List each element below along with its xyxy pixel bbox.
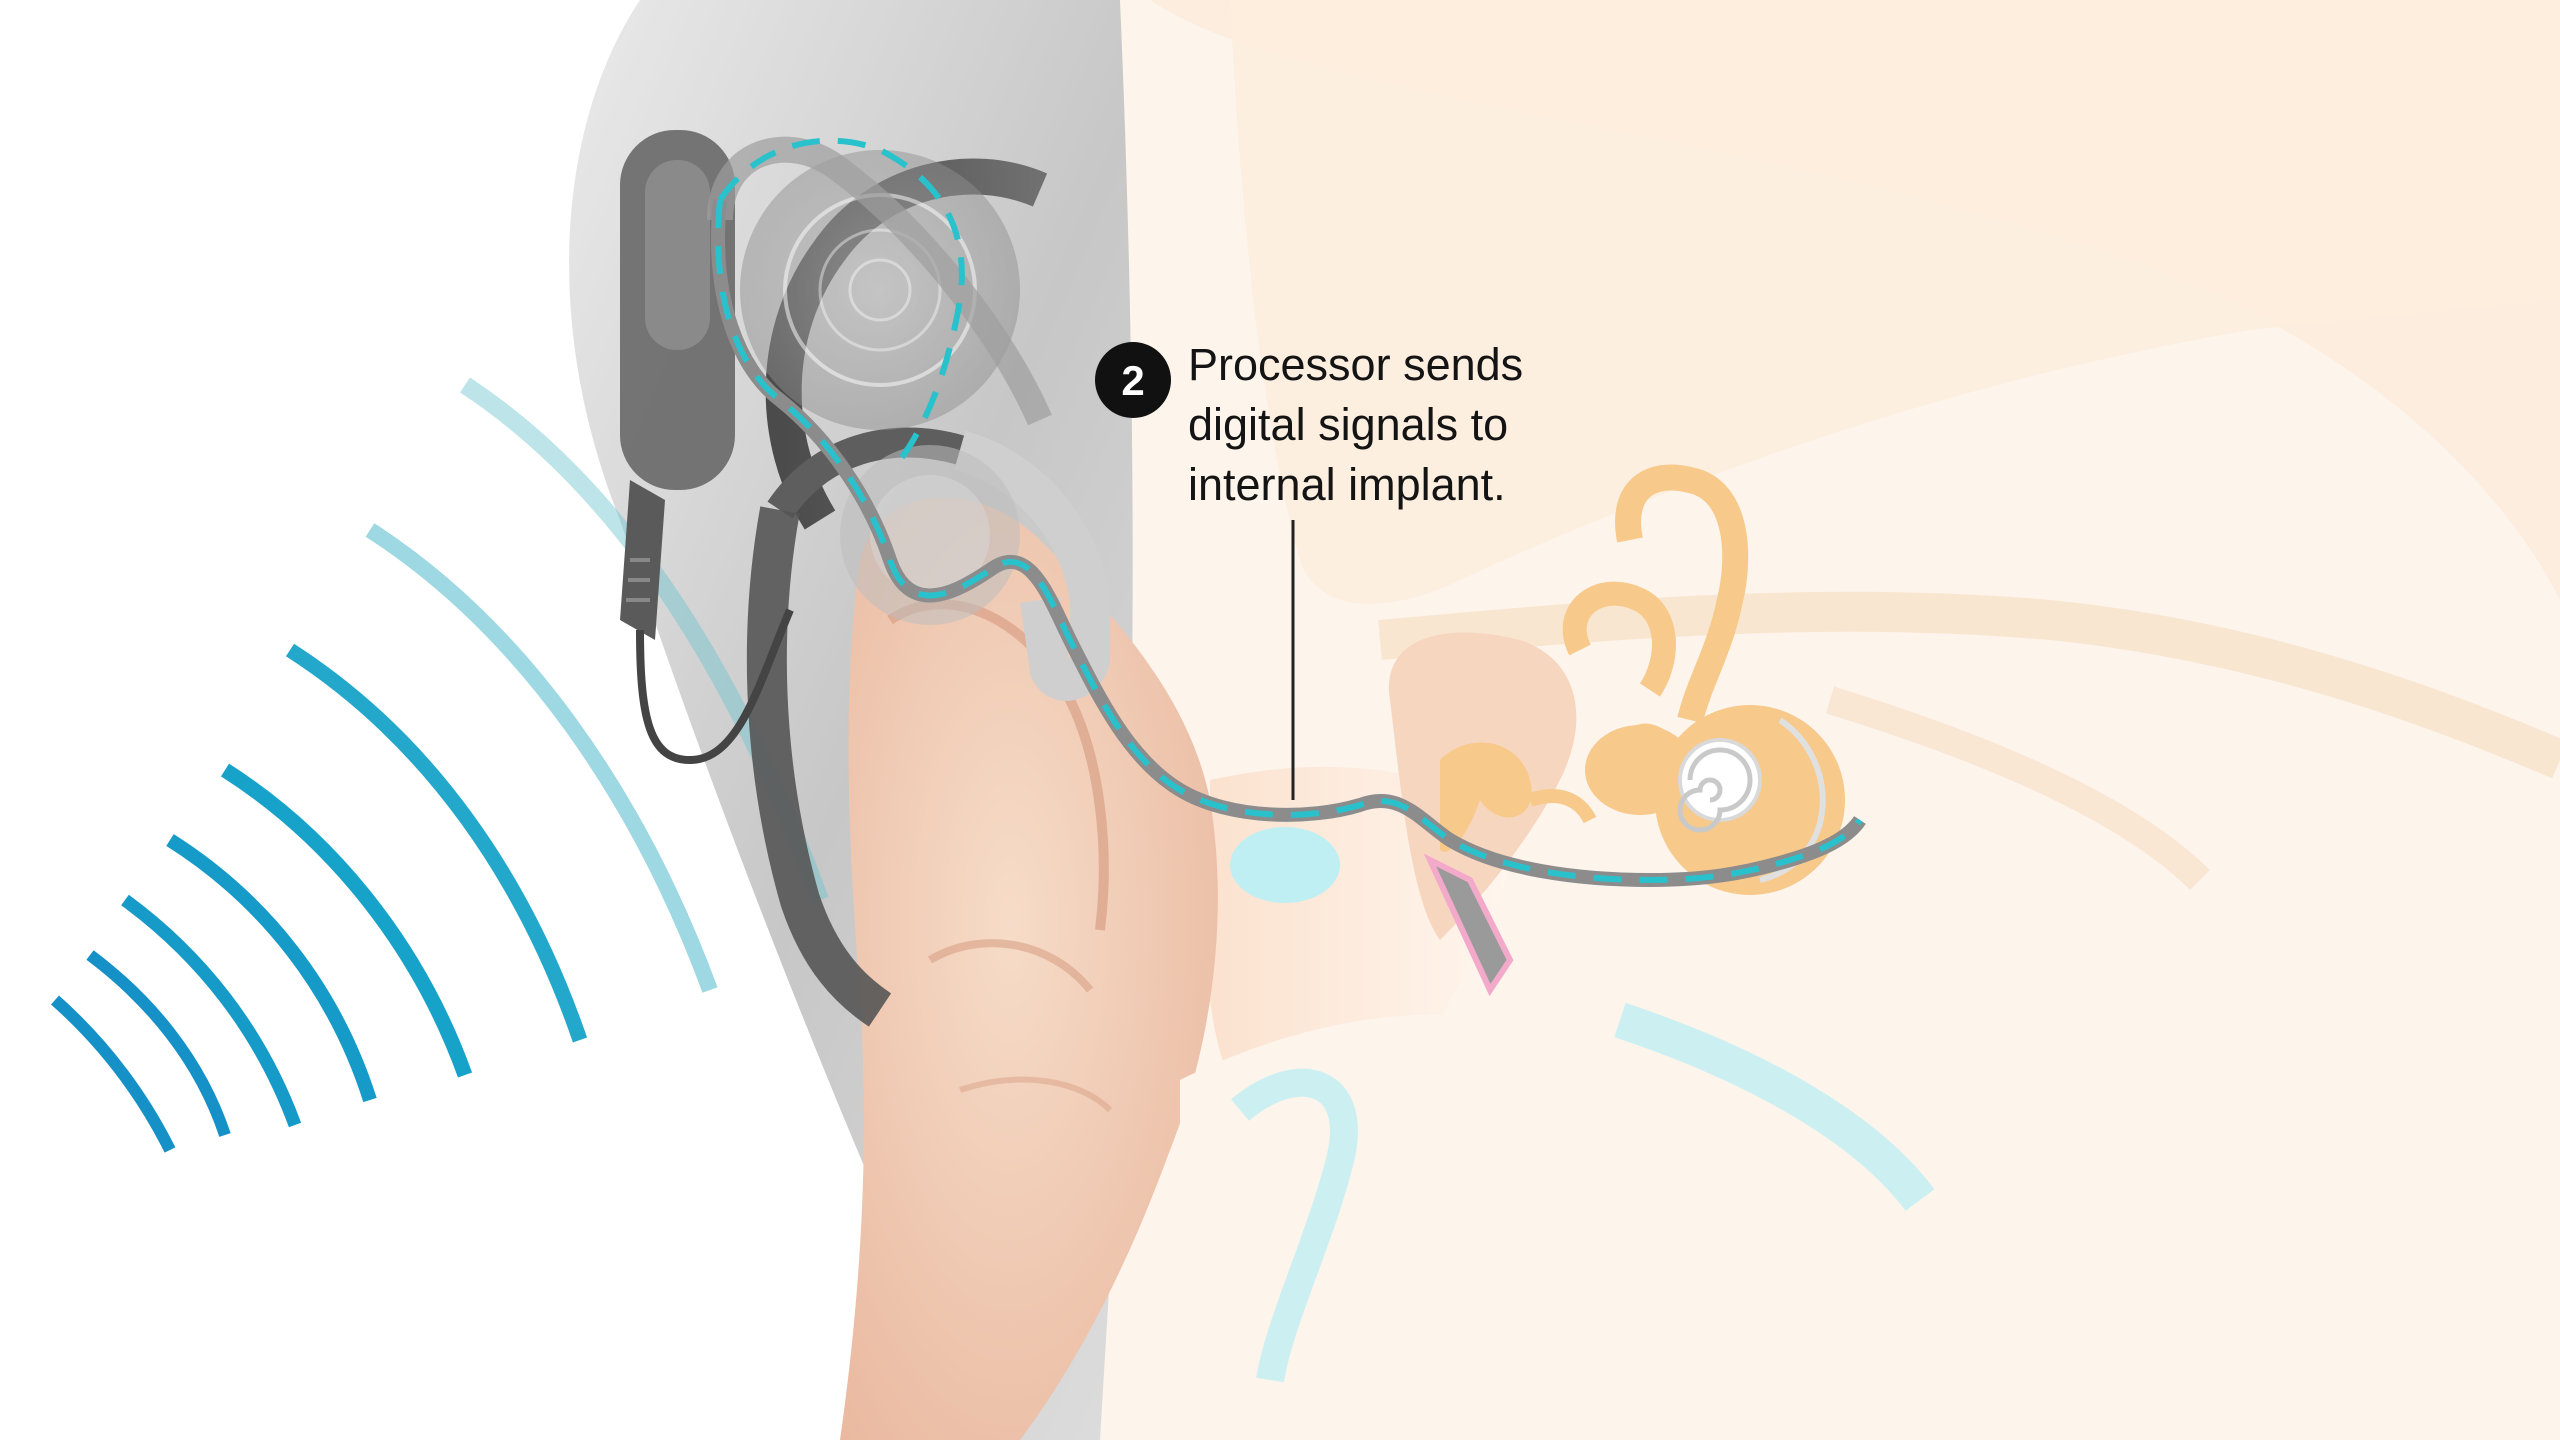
lower-jaw-region (1180, 1002, 1935, 1440)
callout-processor-signals: 2 Processor sends digital signals to int… (1095, 339, 1523, 800)
inner-ear (1562, 464, 1845, 895)
digital-signal-path (711, 137, 1866, 888)
eardrum (1423, 853, 1514, 997)
cochlea-icon (1655, 705, 1845, 895)
callout-line-3: internal implant. (1188, 459, 1506, 510)
step-number: 2 (1121, 357, 1144, 404)
callout-line-1: Processor sends (1188, 339, 1523, 390)
ear-canal-fluid (1230, 827, 1340, 903)
ossicles (1440, 742, 1532, 852)
superior-semicircular-canal (1615, 464, 1749, 724)
sound-waves-icon (51, 377, 829, 1153)
posterior-semicircular-canal (1562, 581, 1676, 697)
callout-line-2: digital signals to (1188, 399, 1508, 450)
middle-ear (1388, 632, 1597, 997)
eustachian-fluid-lower (1231, 1068, 1358, 1383)
speech-processor-device (620, 130, 1110, 1027)
eustachian-tube (1614, 1002, 1935, 1212)
step-badge (1095, 342, 1171, 418)
